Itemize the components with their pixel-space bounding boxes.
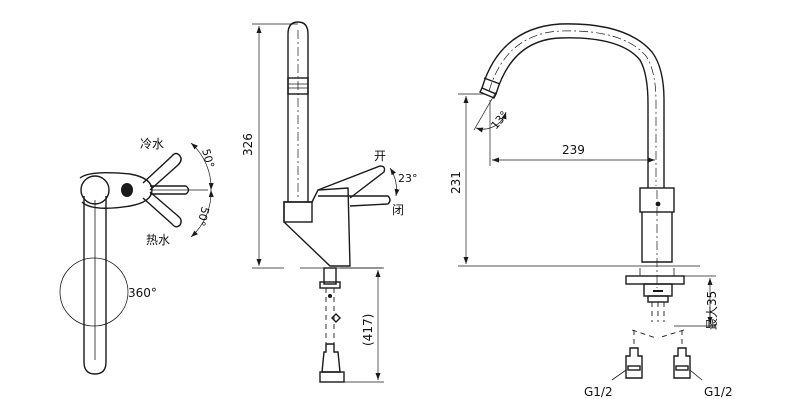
- mounting-shank: [323, 267, 337, 285]
- max-thickness-label: 最大35: [705, 291, 719, 330]
- close-label: 闭: [392, 203, 404, 217]
- thread-label-right: G1/2: [704, 385, 733, 399]
- spout-top-view: [83, 196, 107, 375]
- right-hose-connector: [673, 347, 691, 379]
- lever-angle-label: 23°: [398, 172, 418, 185]
- height-dimension: 326: [241, 133, 255, 156]
- spout-height-dimension: 231: [449, 171, 463, 194]
- aerator-band: [287, 77, 309, 95]
- side-view: 326 开 23° 闭 (417): [241, 21, 418, 383]
- base-ring: [80, 175, 110, 205]
- front-view: 239 13° 231: [449, 23, 733, 399]
- mounting-hardware: [625, 268, 685, 322]
- top-view: 冷水 热水 50° 50° 360°: [59, 137, 217, 375]
- rotation-label: 360°: [128, 286, 157, 300]
- open-label: 开: [374, 149, 386, 163]
- lever-closed: [318, 195, 391, 207]
- spout-arch: [481, 23, 665, 188]
- rotation-circle: [59, 257, 129, 327]
- handle-hot-position: [142, 191, 182, 228]
- hose-length-dimension: (417): [361, 314, 375, 346]
- hot-label: 热水: [146, 233, 170, 247]
- left-hose-connector: [625, 347, 643, 379]
- reach-dimension: 239: [562, 143, 585, 157]
- tilt-angle-label: 13°: [488, 109, 510, 132]
- thread-label-left: G1/2: [584, 385, 613, 399]
- front-aerator: [479, 87, 497, 99]
- lever-open: [317, 165, 386, 199]
- spout-side-view: [287, 21, 309, 202]
- hose-connector: [321, 343, 341, 373]
- handle-hub: [121, 183, 133, 197]
- mixer-body-side: [283, 187, 351, 267]
- angle-bottom-label: 50°: [194, 205, 212, 227]
- angle-top-label: 50°: [199, 147, 217, 169]
- cold-label: 冷水: [140, 137, 164, 151]
- handle-cold-position: [142, 152, 182, 191]
